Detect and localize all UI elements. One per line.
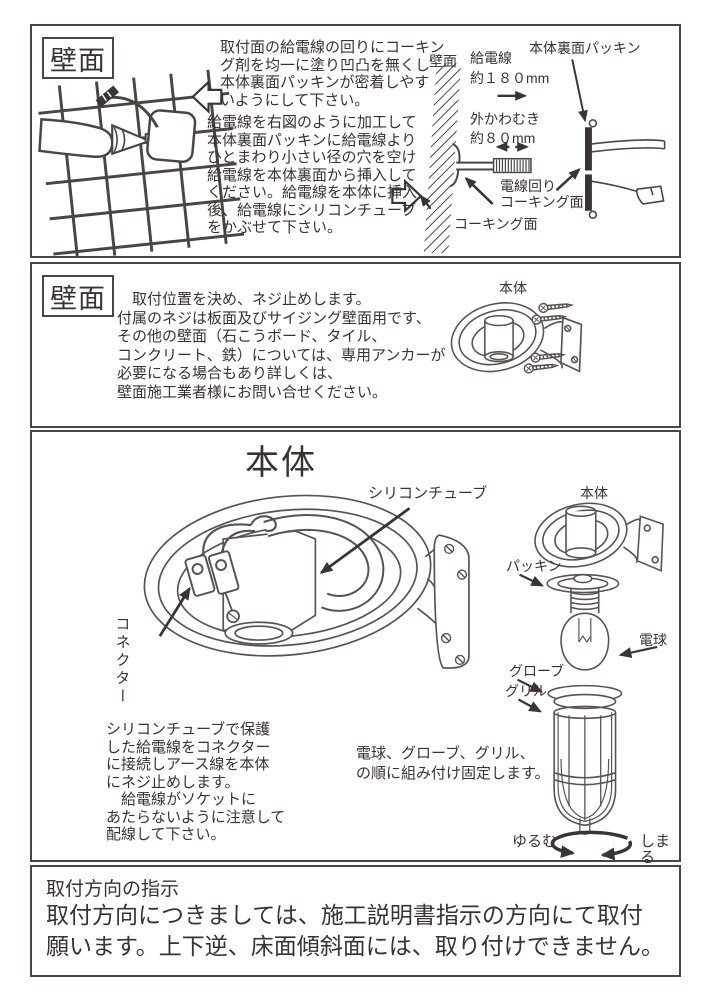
arrow-connector-icon	[158, 586, 191, 637]
supply-wire-length-label: 約１８０mm	[470, 70, 550, 86]
globe-label: グローブ	[509, 663, 565, 679]
wiring-instructions-text: シリコンチューブで保護 した給電線をコネクター に接続しアース線を本体 にネジ止…	[106, 721, 286, 843]
bulb-art	[560, 588, 610, 671]
arrow-wire-caulk-icon	[464, 176, 494, 205]
caulking-surface-label: コーキング面	[454, 216, 538, 232]
arrow-back-packing-icon	[571, 59, 588, 123]
socket-cylinder-art	[484, 314, 514, 363]
strip-length-label: 約８０mm	[470, 130, 536, 146]
arrow-globe-icon	[516, 678, 544, 693]
tighten-label: しまる	[640, 833, 671, 866]
exploded-body-label: 本体	[580, 485, 608, 501]
section-wall-screwing: 壁面 取付位置を決め、ネジ止めします。 付属のネジは板面及びサイジング壁面用です…	[30, 262, 681, 428]
screw-icon	[523, 363, 560, 374]
body-rear-art	[143, 494, 470, 669]
packing-art	[546, 573, 620, 594]
arrow-packing-icon	[518, 573, 545, 587]
bracket-plate-art	[560, 316, 583, 373]
body-screws-art	[450, 302, 583, 374]
wire-prep-instructions-text: 給電線を右図のように加工して 本体裏面パッキンに給電線より ひとまわり小さい径の…	[207, 114, 418, 236]
wire-caulking-label: 電線回り コーキング面	[500, 178, 584, 210]
assembly-instructions-text: 電球、グローブ、グリル、 の順に組み付け固定します。	[356, 745, 550, 782]
pointer-arrows	[419, 59, 588, 210]
wall-cross-section-art	[423, 63, 462, 254]
packing-cross-section-art	[585, 119, 666, 219]
bulb-label: 電球	[639, 632, 667, 648]
arrow-left-icon	[191, 79, 223, 115]
body-assembly-art	[143, 494, 664, 860]
section-body-assembly: 本体 シリコンチューブ コネクター 本体 パッキン 電球 グローブ グリル ゆる…	[30, 430, 681, 866]
screw-icon	[531, 314, 568, 325]
connector-art	[184, 550, 240, 624]
grill-art	[547, 684, 623, 835]
section-label-wall-2: 壁面	[42, 275, 114, 317]
exploded-bracket-art	[636, 515, 664, 572]
screw-icon	[538, 302, 575, 314]
packing-label: パッキン	[506, 558, 562, 574]
body-heading: 本体	[245, 444, 317, 482]
wall-label: 壁面	[429, 53, 457, 69]
supply-wire-art	[456, 157, 532, 174]
back-packing-label: 本体裏面パッキン	[529, 40, 641, 56]
loosen-label: ゆるむ	[512, 833, 558, 850]
grill-label: グリル	[505, 683, 547, 699]
bracket-plate-art	[433, 534, 470, 669]
strip-label: 外かわむき	[470, 111, 540, 127]
caulking-diagram-art	[38, 59, 666, 256]
arrow-silicone-tube-icon	[319, 507, 411, 574]
arrow-right-icon	[391, 178, 423, 214]
connector-label: コネクター	[113, 616, 131, 706]
screw-icon	[530, 352, 567, 363]
section-label-wall-1: 壁面	[42, 37, 114, 79]
section-mounting-direction: 取付方向の指示 取付方向につきましては、施工説明書指示の方向にて取付 願います。…	[30, 865, 681, 977]
exploded-parts-art	[534, 502, 664, 860]
arrow-caulk-surface-icon	[419, 194, 432, 210]
caulking-instructions-text: 取付面の給電線の回りにコーキン グ剤を均一に塗り凹凸を無くし 本体裏面パッキンが…	[220, 39, 445, 109]
silicone-tube-label: シリコンチューブ	[368, 485, 488, 502]
screw-fixing-instructions-text: 取付位置を決め、ネジ止めします。 付属のネジは板面及びサイジング壁面用です、 そ…	[117, 291, 446, 401]
arrow-grill-icon	[517, 698, 543, 713]
caulking-gun-art	[38, 85, 197, 163]
supply-wire-label: 給電線	[470, 50, 512, 66]
rotate-arrows-icon	[550, 830, 633, 860]
arrow-packing-caulk-icon	[555, 168, 581, 192]
mounting-direction-text: 取付方向につきましては、施工説明書指示の方向にて取付 願います。上下逆、床面傾斜…	[46, 902, 665, 959]
body-label-small: 本体	[499, 280, 527, 296]
section-wall-caulking: 壁面 取付面の給電線の回りにコーキン グ剤を均一に塗り凹凸を無くし 本体裏面パッ…	[30, 24, 681, 258]
arrow-bulb-icon	[618, 645, 658, 658]
mounting-direction-title: 取付方向の指示	[46, 879, 180, 900]
